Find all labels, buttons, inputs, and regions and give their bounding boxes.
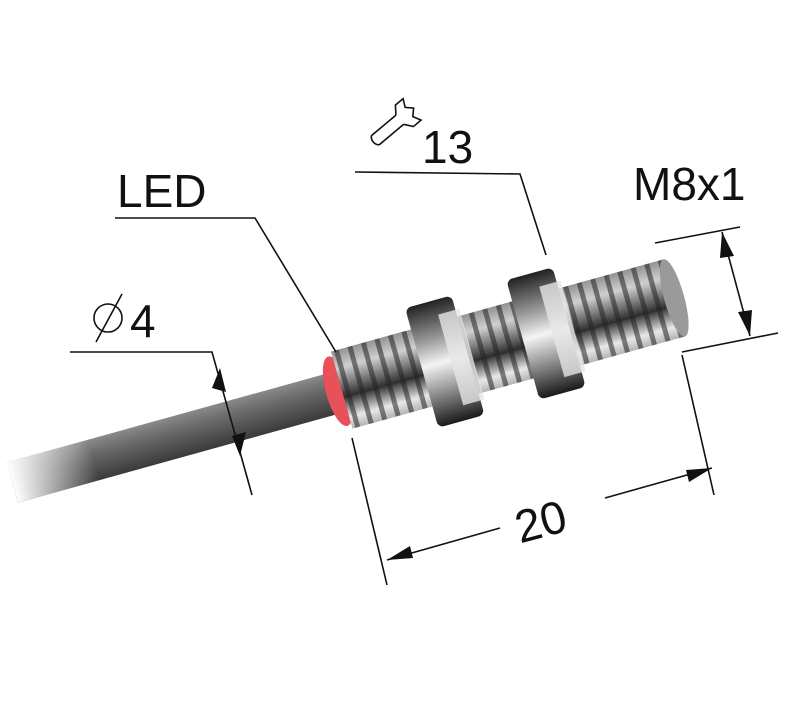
led-ring bbox=[322, 356, 353, 427]
length-label: 20 bbox=[509, 490, 572, 553]
cable bbox=[6, 371, 346, 503]
wrench-size-label: 13 bbox=[422, 121, 473, 173]
sensor-body bbox=[322, 259, 689, 429]
diameter-symbol-icon bbox=[93, 303, 123, 333]
led-callout: LED bbox=[115, 165, 337, 353]
diameter-dimension: 4 bbox=[70, 293, 253, 496]
thread-label: M8x1 bbox=[633, 158, 745, 210]
wrench-dimension: 13 bbox=[354, 97, 547, 256]
diameter-label: 4 bbox=[130, 295, 156, 347]
led-label: LED bbox=[117, 165, 206, 217]
wrench-icon bbox=[370, 97, 423, 146]
thread-dimension: M8x1 bbox=[633, 158, 779, 353]
hex-nut bbox=[406, 296, 485, 427]
threaded-barrel bbox=[331, 259, 685, 429]
hex-nut bbox=[507, 268, 586, 399]
